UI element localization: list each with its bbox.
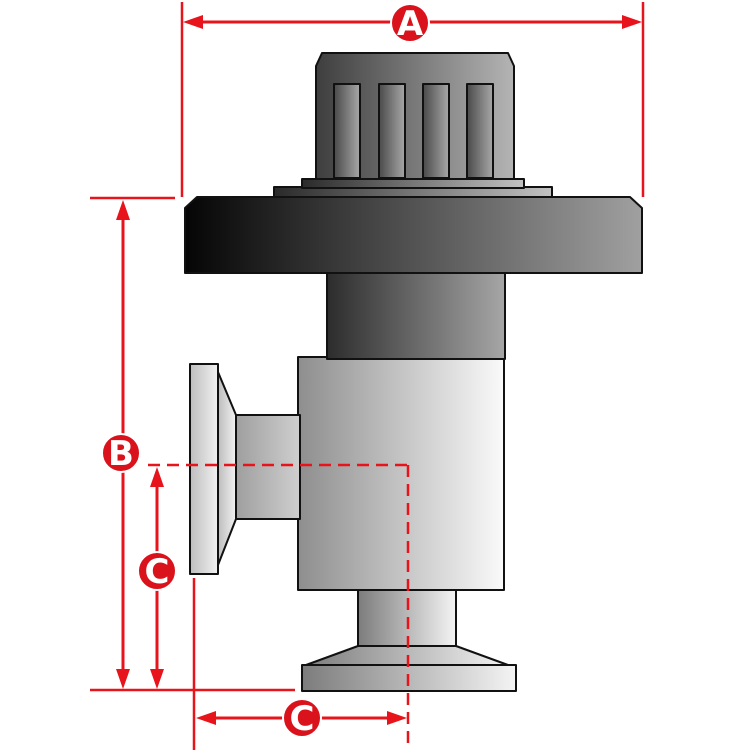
bonnet xyxy=(184,178,643,274)
knob xyxy=(315,52,515,180)
knob-rib xyxy=(378,83,406,179)
knob-rib xyxy=(466,83,494,179)
label-badge xyxy=(137,551,177,591)
label-badge xyxy=(282,698,322,738)
bonnet-neck xyxy=(326,269,506,360)
valve-body xyxy=(297,356,505,591)
label-badge xyxy=(390,3,430,43)
label-badge xyxy=(101,433,141,473)
label-c-horizontal-text: C xyxy=(290,699,315,739)
knob-rib xyxy=(333,83,361,179)
label-a-text: A xyxy=(397,4,424,44)
label-b: B xyxy=(101,433,141,474)
knob-rib xyxy=(422,83,450,179)
valve xyxy=(184,52,643,692)
label-c-horizontal: C xyxy=(282,698,322,739)
label-c-vertical: C xyxy=(137,551,177,592)
side-port xyxy=(189,363,301,575)
label-c-vertical-text: C xyxy=(145,552,170,592)
label-a: A xyxy=(390,3,430,44)
label-b-text: B xyxy=(108,434,134,474)
